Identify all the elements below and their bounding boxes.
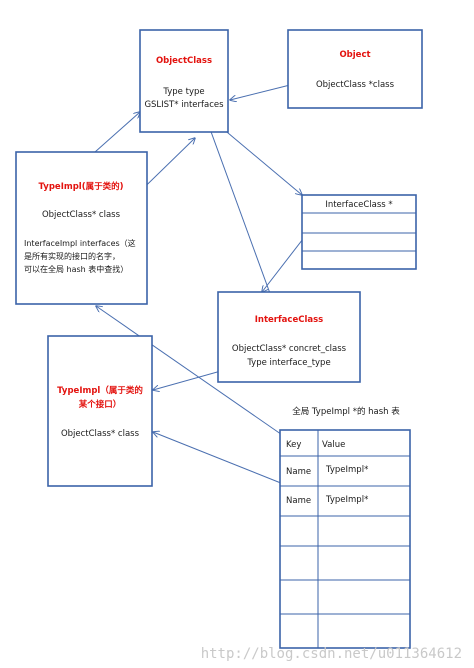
interfaceclass-ptr-title: InterfaceClass * (325, 200, 392, 210)
interfaceclass-field-interface-type: Type interface_type (246, 358, 330, 368)
edge-typeimpl-to-objectclass-1 (94, 112, 140, 153)
typeimpl-interface-node: TypeImpl（属于类的 某个接口） ObjectClass* class (47, 335, 153, 487)
object-node: Object ObjectClass *class (287, 29, 423, 109)
hash-table-caption: 全局 TypeImpl *的 hash 表 (292, 406, 400, 417)
typeimpl-class-node: TypeImpl(属于类的) ObjectClass* class Interf… (15, 151, 148, 305)
typeimpl-class-title: TypeImpl(属于类的) (39, 181, 124, 192)
hash-header-key: Key (286, 440, 301, 450)
hash-header-value: Value (322, 440, 345, 450)
interfaceclass-node: InterfaceClass ObjectClass* concret_clas… (217, 291, 361, 383)
typeimpl-class-field-class: ObjectClass* class (42, 210, 121, 220)
typeimpl-class-field-interfaces-1: InterfaceImpl interfaces（这 (24, 238, 136, 248)
typeimpl-interface-title-2: 某个接口） (79, 399, 122, 410)
interfaceclass-title: InterfaceClass (255, 315, 323, 325)
edge-object-to-objectclass (230, 84, 291, 100)
global-hash-table: 全局 TypeImpl *的 hash 表 Key Value Name Typ… (279, 406, 411, 649)
hash-row1-value: TypeImpl* (325, 465, 368, 475)
object-field-class: ObjectClass *class (316, 80, 395, 90)
typeimpl-class-field-interfaces-2: 是所有实现的接口的名字， (24, 251, 120, 261)
typeimpl-interface-title-1: TypeImpl（属于类的 (57, 385, 143, 396)
objectclass-field-type: Type type (162, 87, 204, 97)
hash-row2-value: TypeImpl* (325, 495, 368, 505)
typeimpl-class-field-interfaces-3: 可以在全局 hash 表中查找） (24, 264, 128, 274)
objectclass-field-interfaces: GSLIST* interfaces (144, 100, 224, 110)
objectclass-node: ObjectClass Type type GSLIST* interfaces (139, 29, 229, 133)
interfaceclass-ptr-array: InterfaceClass * (301, 194, 417, 270)
objectclass-title: ObjectClass (156, 56, 212, 66)
interfaceclass-field-concret: ObjectClass* concret_class (232, 344, 347, 354)
typeimpl-interface-field-class: ObjectClass* class (61, 429, 140, 439)
watermark: http://blog.csdn.net/u011364612 (201, 646, 462, 662)
hash-row1-key: Name (286, 467, 311, 477)
object-title: Object (339, 50, 370, 60)
hash-row2-key: Name (286, 496, 311, 506)
